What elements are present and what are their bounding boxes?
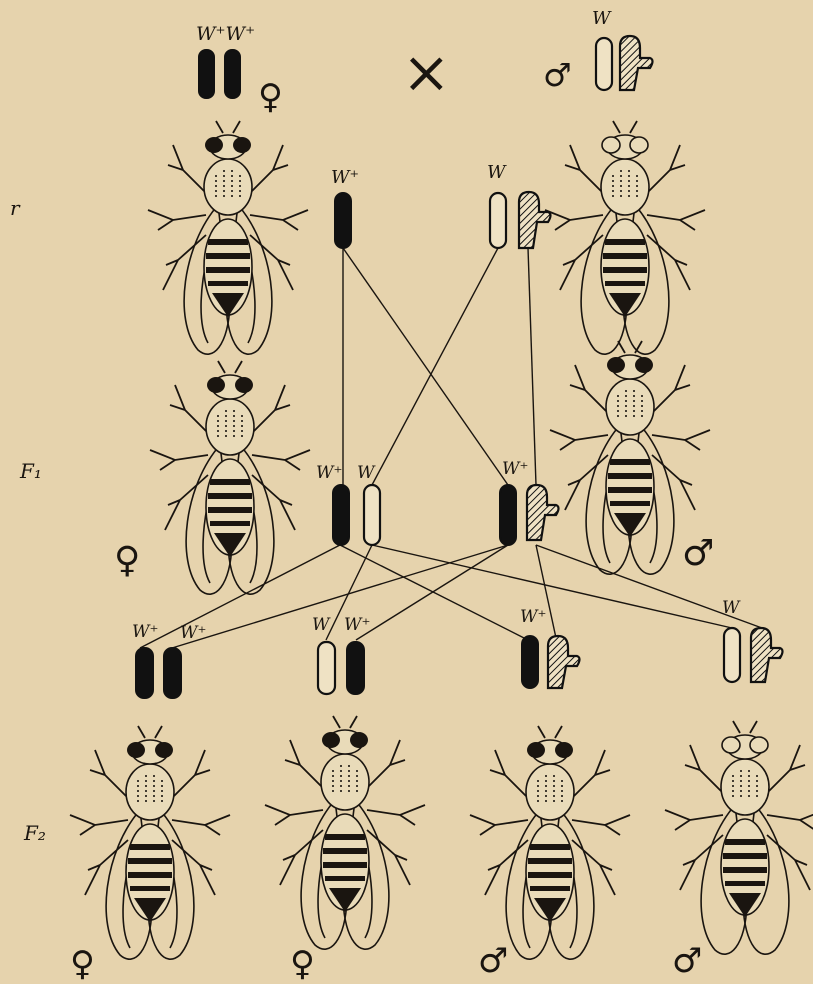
gamete-chromosome-w (490, 193, 506, 248)
f1-male-chromosome-y (527, 485, 559, 540)
label-f2-3: W⁺ (520, 607, 546, 627)
f2-4-chromosome-w (724, 628, 740, 682)
cross-symbol: × (402, 38, 451, 106)
label-f1-male: W⁺ (502, 459, 528, 479)
f1-female-chromosome-wplus (333, 485, 349, 545)
f2-1-female-symbol-icon: ♀ (70, 944, 95, 984)
line-f1-d (372, 545, 732, 628)
chromosome-x-wplus (225, 50, 240, 98)
label-gamete-male: W (487, 162, 507, 183)
f2-1-chromosome-wplus-b (164, 648, 181, 698)
label-f2-1-left: W⁺ (132, 622, 158, 642)
f2-2-chromosome-w (318, 642, 335, 694)
f2-4-chromosome-y (751, 628, 783, 682)
label-f2-2-right: W⁺ (344, 615, 370, 635)
fly-f2-1-female (70, 726, 230, 959)
fly-f2-3-male (470, 726, 630, 959)
f1-male-chromosome-wplus (500, 485, 516, 545)
female-symbol-icon: ♀ (258, 77, 283, 117)
gamete-chromosome-y (519, 192, 551, 248)
label-gamete-female: W⁺ (331, 167, 359, 188)
male-symbol-icon: ♂ (543, 56, 572, 94)
f2-4-male-symbol-icon: ♂ (672, 941, 702, 981)
line-p-female-to-f1-male (343, 248, 508, 485)
label-parent-male-genotype: W (592, 8, 612, 29)
f2-1-chromosome-wplus-a (136, 648, 153, 698)
f2-3-male-symbol-icon: ♂ (478, 941, 508, 981)
generation-label-f1: F₁ (19, 459, 42, 483)
f2-2-female-symbol-icon: ♀ (290, 944, 315, 984)
f1-male-symbol-icon: ♂ (682, 533, 714, 574)
label-f2-2-left: W (312, 615, 331, 635)
fly-f2-4-male (665, 721, 813, 954)
label-f1-female-right: W (357, 463, 376, 483)
gamete-chromosome-wplus (335, 193, 351, 248)
chromosome-y (620, 36, 653, 90)
line-p-male-y-to-f1-male (528, 248, 536, 485)
label-parent-female-genotype: W⁺W⁺ (196, 23, 255, 45)
chromosome-x-w (596, 38, 612, 90)
f2-3-chromosome-y (548, 636, 580, 688)
fly-parent-female (148, 121, 308, 354)
line-f1-a (140, 545, 340, 648)
line-f1-e (172, 545, 508, 648)
label-f2-4: W (722, 598, 741, 618)
line-p-male-x-to-f1-female (372, 248, 498, 485)
fly-f2-2-female (265, 716, 425, 949)
label-f1-female-left: W⁺ (316, 463, 342, 483)
f2-3-chromosome-wplus (522, 636, 538, 688)
fly-f1-female (150, 361, 310, 594)
f1-female-chromosome-w (364, 485, 380, 545)
chromosome-x-wplus (199, 50, 214, 98)
fly-parent-male (545, 121, 705, 354)
f2-2-chromosome-wplus (347, 642, 364, 694)
f1-female-symbol-icon: ♀ (114, 540, 140, 581)
generation-label-p: r (10, 196, 21, 220)
generation-label-f2: F₂ (23, 821, 46, 845)
label-f2-1-right: W⁺ (180, 623, 206, 643)
